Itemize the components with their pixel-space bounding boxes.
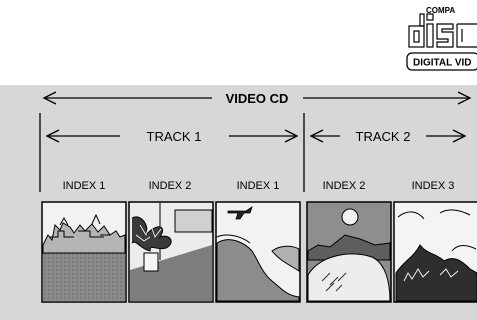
- logo-digital-video-text: DIGITAL VID: [413, 58, 472, 69]
- index-label-2: INDEX 2: [149, 180, 192, 192]
- track-1-arrow: [45, 129, 299, 143]
- tree-scene-icon: [393, 201, 477, 303]
- track-1-label: TRACK 1: [147, 129, 202, 144]
- index-label-3: INDEX 1: [237, 180, 280, 192]
- compact-disc-digital-video-logo: COMPA DIGITAL VID: [406, 6, 477, 71]
- index-label-1: INDEX 1: [63, 180, 106, 192]
- track-dividers: [39, 113, 305, 192]
- track-2-label: TRACK 2: [356, 129, 411, 144]
- logo-disc-wordmark: [408, 13, 477, 48]
- video-cd-label: VIDEO CD: [226, 91, 289, 106]
- moon-landscape-icon: [306, 201, 392, 303]
- video-cd-structure-diagram: VIDEO CD TRACK 1 TRACK 2 INDEX 1 INDEX 2…: [39, 91, 477, 303]
- plane-coast-icon: [215, 201, 301, 303]
- potted-plant-room-icon: [128, 201, 214, 303]
- track-2-arrow: [309, 129, 467, 143]
- city-skyline-icon: [41, 201, 127, 303]
- index-label-5: INDEX 3: [412, 180, 455, 192]
- video-cd-arrow: [42, 91, 472, 105]
- logo-digital-video-frame: [406, 52, 477, 71]
- logo-compact-text: COMPA: [426, 6, 455, 15]
- index-label-4: INDEX 2: [323, 180, 366, 192]
